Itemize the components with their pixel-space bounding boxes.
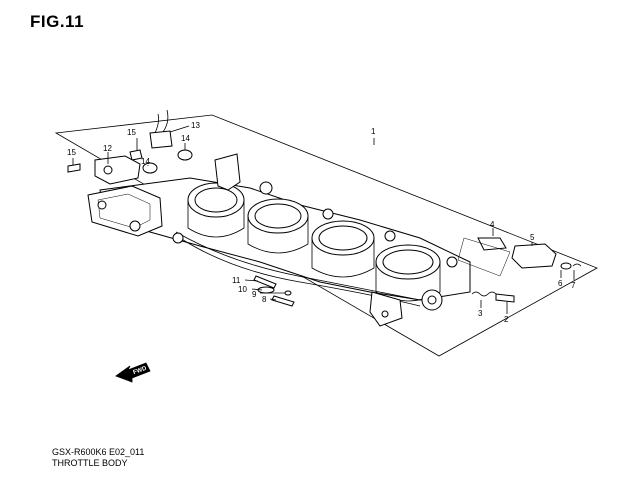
part-2-screw [495,293,515,303]
part-12-sensor [94,155,141,185]
leader-lines [72,125,575,314]
part-15-screw-lower [67,163,81,173]
callout-2: 2 [504,315,509,324]
part-8-screw [271,295,295,307]
fwd-arrow: FWD [115,362,151,383]
callout-6: 6 [558,279,563,288]
part-15-screw-upper [129,149,143,161]
part-4-spring [477,237,507,251]
part-3-spring [471,291,497,297]
callout-15-lower: 15 [67,148,76,157]
assembly-outline [54,114,598,357]
part-name: THROTTLE BODY [52,458,128,468]
part-9-washer [284,290,292,296]
part-13-connector [149,109,173,149]
callout-5: 5 [530,233,535,242]
callout-13: 13 [191,121,200,130]
callout-14-upper: 14 [181,134,190,143]
part-11-screw [253,275,277,289]
callout-3: 3 [478,309,483,318]
callout-14-lower: 14 [141,157,150,166]
callout-4: 4 [490,220,495,229]
figure-title: FIG.11 [30,12,85,31]
part-14-oring-lower [142,162,158,174]
callout-10: 10 [238,285,247,294]
part-7-clip [572,263,582,267]
throttle-body [87,153,471,327]
callout-12: 12 [103,144,112,153]
callout-7: 7 [571,281,576,290]
callout-1: 1 [371,127,376,136]
callout-8: 8 [262,295,267,304]
callout-11: 11 [232,276,241,285]
part-14-oring-upper [177,149,193,161]
model-code: GSX-R600K6 E02_011 [52,447,145,457]
callout-15-upper: 15 [127,128,136,137]
part-5-lever [457,237,557,277]
part-6-washer [560,262,572,270]
callout-9: 9 [252,290,257,299]
fwd-label: FWD [133,366,149,377]
